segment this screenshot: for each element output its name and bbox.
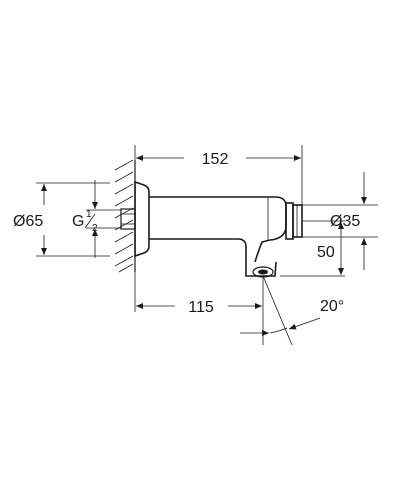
thread-prefix: G bbox=[72, 213, 84, 230]
thread-spec: G 1 2 bbox=[72, 180, 121, 258]
wall-flange bbox=[134, 180, 150, 258]
dimension-d65: Ø65 bbox=[13, 182, 110, 257]
thread-denominator: 2 bbox=[92, 223, 98, 234]
dimension-d35-label: Ø35 bbox=[330, 213, 360, 230]
dimension-angle-label: 20° bbox=[320, 298, 344, 315]
thread-connection bbox=[120, 208, 136, 230]
thread-numerator: 1 bbox=[86, 209, 92, 220]
dimension-50-label: 50 bbox=[317, 244, 335, 261]
dimension-115: 115 bbox=[134, 272, 264, 345]
dimension-d65-label: Ø65 bbox=[13, 213, 43, 230]
dimension-angle: 20° bbox=[240, 275, 344, 346]
dimension-152-label: 152 bbox=[202, 151, 229, 168]
dimension-115-label: 115 bbox=[188, 299, 214, 316]
dimension-152: 152 bbox=[134, 145, 303, 205]
push-button-head bbox=[285, 202, 303, 240]
outlet-nozzle bbox=[245, 261, 277, 278]
wall-hatching bbox=[114, 159, 136, 273]
spout-body bbox=[149, 196, 287, 263]
dimension-50: 50 bbox=[280, 220, 345, 277]
